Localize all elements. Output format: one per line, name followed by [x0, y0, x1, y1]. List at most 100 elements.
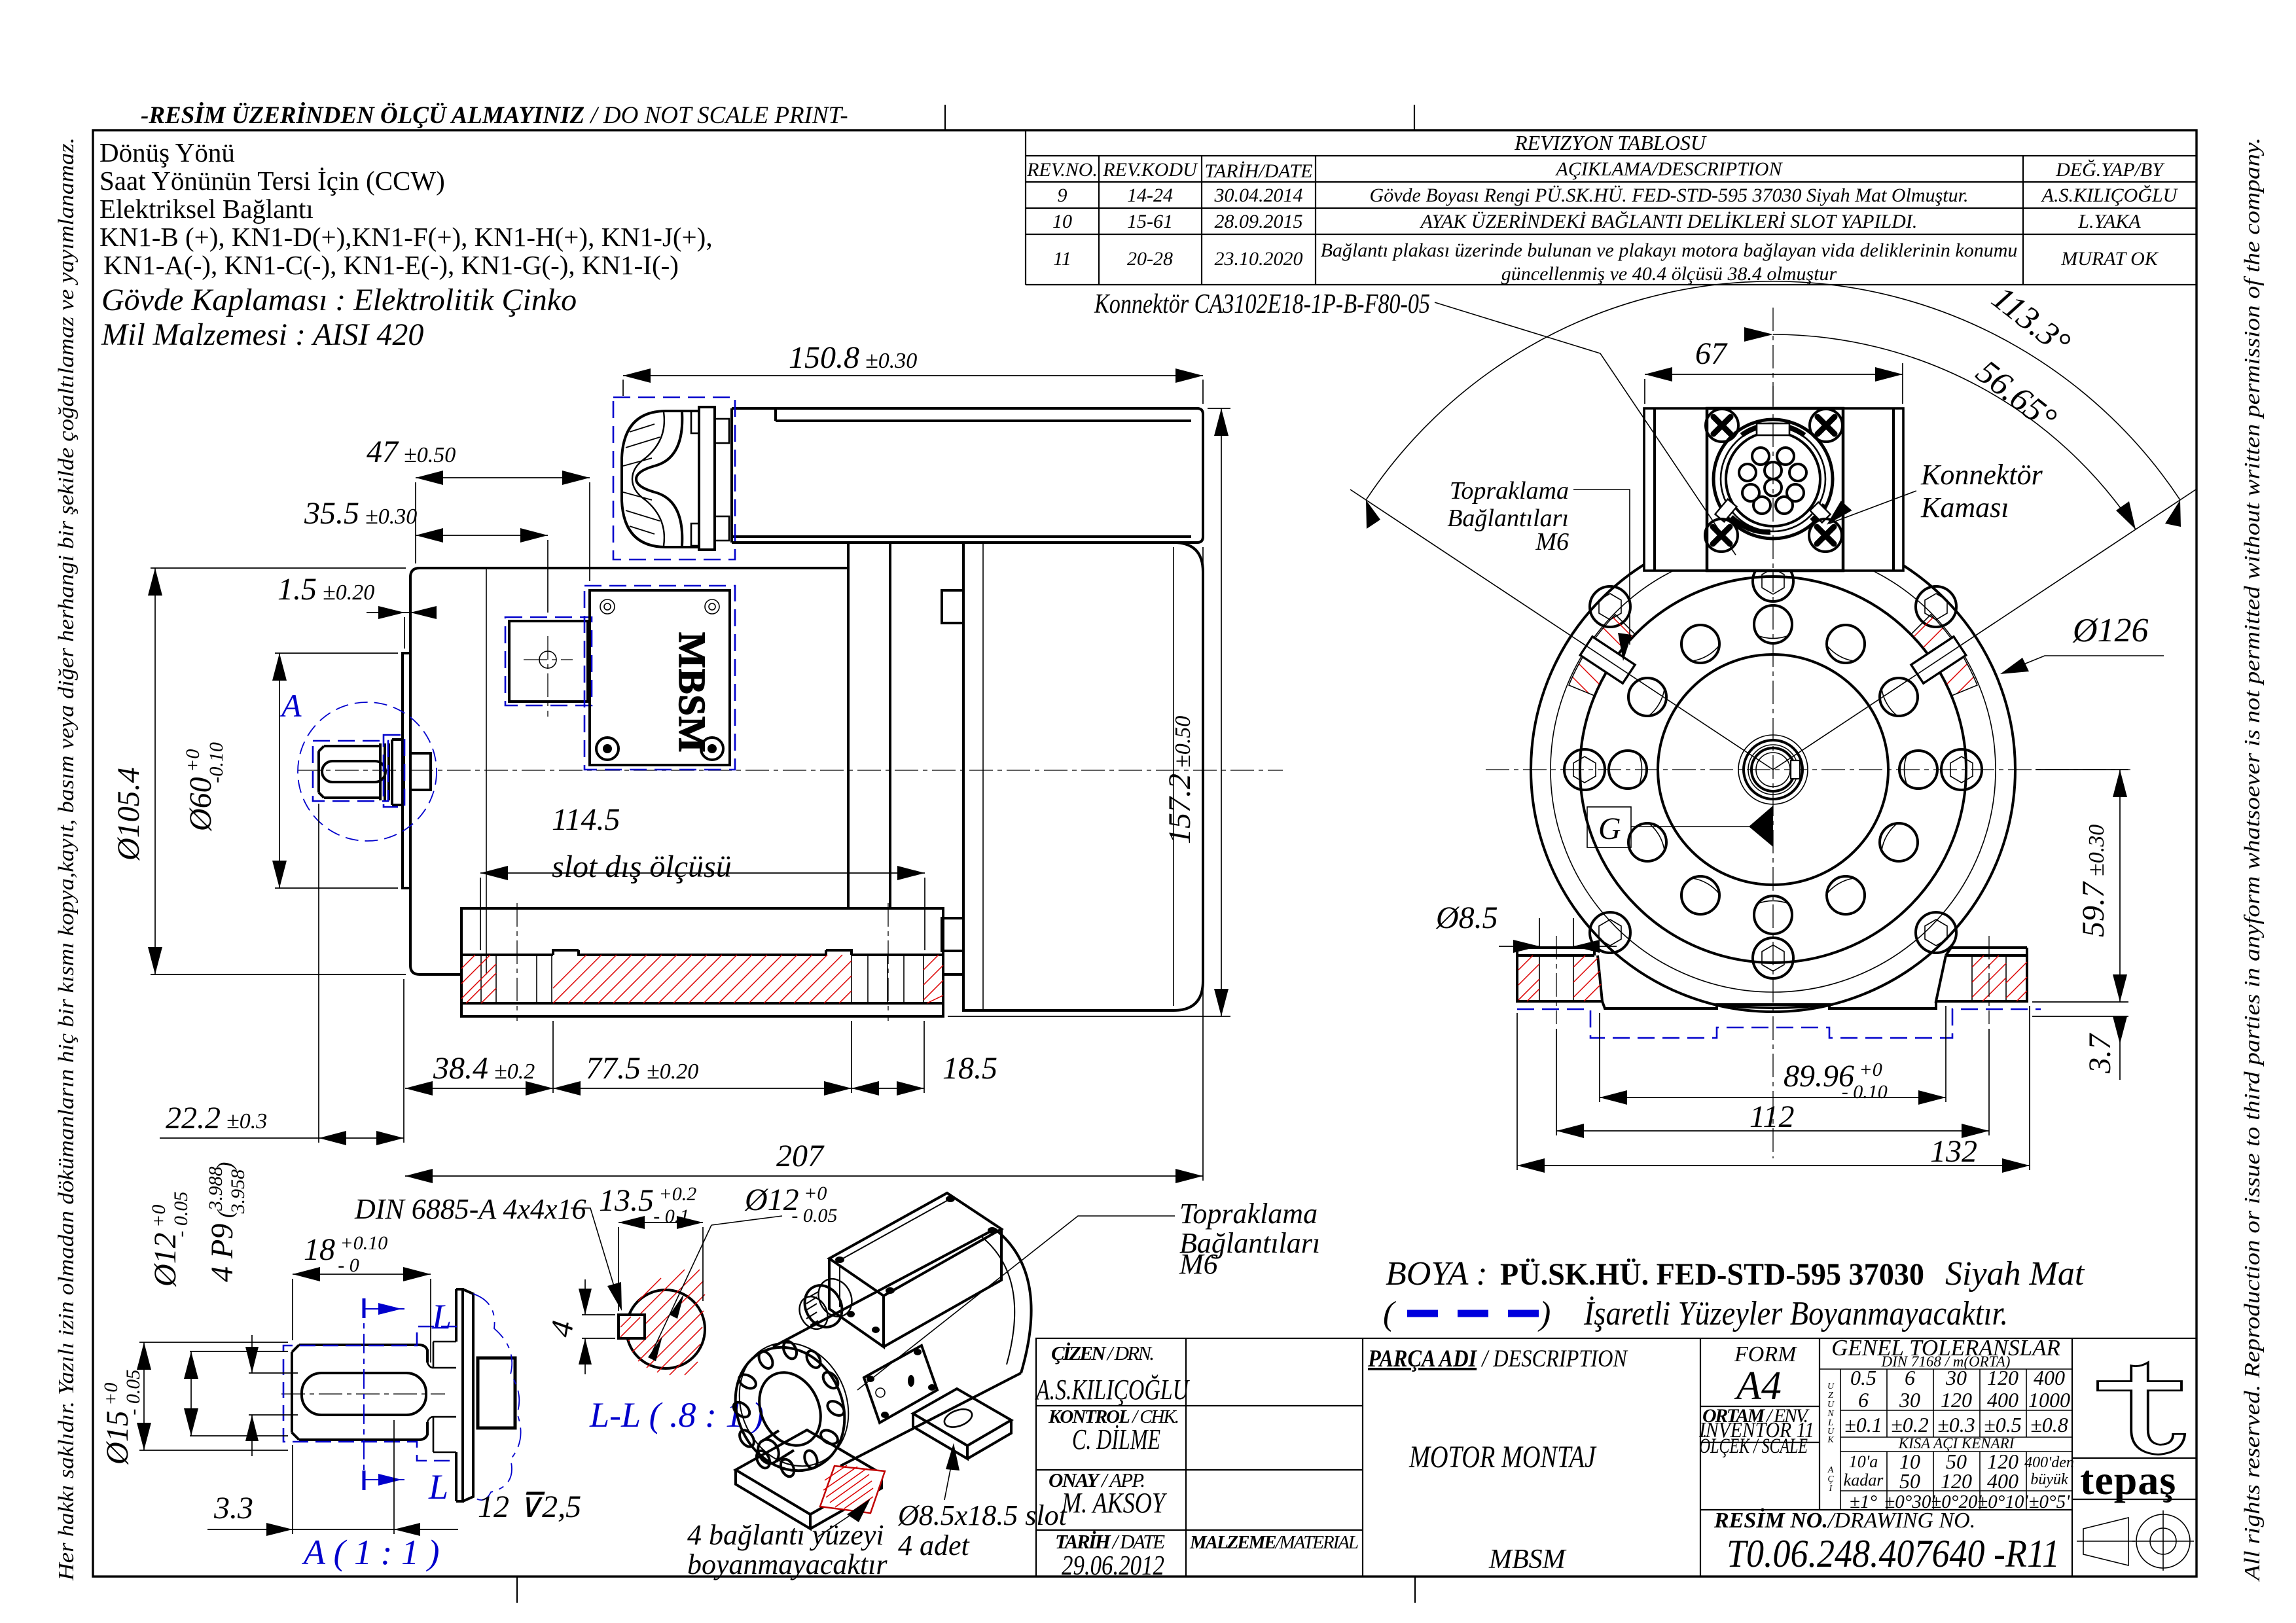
svg-text:Kaması: Kaması: [1920, 491, 2009, 524]
svg-text:4 adet: 4 adet: [898, 1529, 971, 1561]
svg-text:N: N: [1827, 1409, 1834, 1419]
svg-text:±0.1: ±0.1: [1844, 1413, 1882, 1436]
svg-text:A: A: [279, 687, 302, 724]
svg-text:±1°: ±1°: [1850, 1491, 1877, 1512]
svg-text:14-24: 14-24: [1127, 185, 1173, 206]
svg-text:Dönüş Yönü: Dönüş Yönü: [99, 137, 235, 168]
svg-text:TARİH/DATE: TARİH/DATE: [1205, 160, 1313, 182]
svg-text:kadar: kadar: [1844, 1471, 1884, 1489]
svg-text:FORM: FORM: [1734, 1342, 1797, 1366]
svg-text:30: 30: [1945, 1366, 1967, 1389]
svg-text:KONTROL / CHK.: KONTROL / CHK.: [1048, 1406, 1179, 1427]
svg-text:MURAT OK: MURAT OK: [2060, 248, 2159, 270]
svg-text:15-61: 15-61: [1127, 211, 1173, 232]
svg-text:114.5: 114.5: [552, 802, 620, 837]
svg-text:±0.8: ±0.8: [2030, 1413, 2068, 1436]
svg-text:T0.06.248.407640 -R11: T0.06.248.407640 -R11: [1727, 1532, 2060, 1575]
svg-text:Ø8.5x18.5 slot: Ø8.5x18.5 slot: [897, 1499, 1068, 1531]
svg-text:İşaretli Yüzeyler Boyanmayacak: İşaretli Yüzeyler Boyanmayacaktır.: [1583, 1295, 2008, 1332]
svg-text:±0°5': ±0°5': [2029, 1491, 2071, 1512]
svg-text:U: U: [1827, 1382, 1835, 1391]
svg-text:DIN 7168 / m(ORTA): DIN 7168 / m(ORTA): [1881, 1353, 2011, 1370]
svg-text:400: 400: [2034, 1366, 2065, 1389]
svg-text:BOYA :: BOYA :: [1386, 1255, 1488, 1293]
svg-text:L: L: [428, 1467, 448, 1507]
svg-text:Ç: Ç: [1827, 1474, 1834, 1484]
svg-text:Bağlantıları: Bağlantıları: [1179, 1227, 1320, 1259]
svg-text:28.09.2015: 28.09.2015: [1215, 211, 1303, 232]
svg-text:REVIZYON TABLOSU: REVIZYON TABLOSU: [1514, 131, 1707, 154]
svg-text:U: U: [1827, 1427, 1835, 1436]
svg-text:(: (: [1383, 1295, 1396, 1332]
svg-text:±0°10': ±0°10': [1977, 1491, 2028, 1512]
svg-text:400: 400: [1987, 1469, 2018, 1493]
svg-text:12 ⊽2,5: 12 ⊽2,5: [478, 1488, 581, 1525]
svg-text:Gövde Boyası Rengi PÜ.SK.HÜ. F: Gövde Boyası Rengi PÜ.SK.HÜ. FED-STD-595…: [1370, 185, 1969, 206]
svg-text:6: 6: [1858, 1388, 1869, 1412]
svg-text:A.S.KILIÇOĞLU: A.S.KILIÇOĞLU: [1035, 1374, 1191, 1406]
svg-text:400'den: 400'den: [2024, 1454, 2074, 1471]
svg-text:KN1-A(-), KN1-C(-), KN1-E(-),: KN1-A(-), KN1-C(-), KN1-E(-), KN1-G(-), …: [103, 250, 679, 280]
svg-text:REV.KODU: REV.KODU: [1102, 159, 1198, 181]
svg-text:50: 50: [1946, 1450, 1967, 1473]
svg-text:MBSM: MBSM: [671, 632, 713, 753]
svg-text:büyük: büyük: [2030, 1471, 2068, 1488]
svg-text:boyanmayacaktır: boyanmayacaktır: [687, 1548, 888, 1580]
svg-text:132: 132: [1930, 1134, 1977, 1169]
svg-text:AÇIKLAMA/DESCRIPTION: AÇIKLAMA/DESCRIPTION: [1555, 158, 1784, 180]
svg-text:KN1-B (+), KN1-D(+),KN1-F(+),: KN1-B (+), KN1-D(+),KN1-F(+), KN1-H(+), …: [99, 222, 713, 252]
svg-text:±0.3: ±0.3: [1937, 1413, 1975, 1436]
svg-text:MOTOR MONTAJ: MOTOR MONTAJ: [1408, 1440, 1597, 1474]
svg-text:Bağlantı plakası üzerinde bulu: Bağlantı plakası üzerinde bulunan ve pla…: [1321, 240, 2018, 261]
svg-text:ONAY / APP.: ONAY / APP.: [1049, 1469, 1145, 1491]
svg-text:Her hakkı saklıdır. Yazılı izi: Her hakkı saklıdır. Yazılı izin olmadan …: [54, 137, 79, 1581]
svg-text:L.YAKA: L.YAKA: [2077, 211, 2141, 232]
svg-text:REV.NO.: REV.NO.: [1026, 159, 1098, 181]
svg-text:M6: M6: [1179, 1248, 1218, 1280]
svg-text:20-28: 20-28: [1127, 248, 1173, 270]
svg-text:RESİM NO./DRAWING NO.: RESİM NO./DRAWING NO.: [1713, 1508, 1975, 1533]
svg-text:±0°20': ±0°20': [1931, 1491, 1982, 1512]
svg-text:M6: M6: [1535, 528, 1569, 556]
svg-text:MBSM: MBSM: [1488, 1544, 1567, 1575]
svg-text:Topraklama: Topraklama: [1450, 477, 1569, 505]
svg-text:ÖLÇEK / SCALE: ÖLÇEK / SCALE: [1699, 1434, 1808, 1458]
svg-text:A: A: [1827, 1465, 1834, 1475]
svg-text:120: 120: [1987, 1450, 2018, 1473]
svg-text:Bağlantıları: Bağlantıları: [1447, 505, 1569, 532]
svg-text:±0°30': ±0°30': [1884, 1491, 1935, 1512]
svg-text:0.5: 0.5: [1850, 1366, 1876, 1389]
svg-text:11: 11: [1053, 248, 1071, 270]
svg-text:Gövde Kaplaması : Elektrolitik: Gövde Kaplaması : Elektrolitik Çinko: [101, 283, 577, 317]
svg-text:30: 30: [1899, 1388, 1920, 1412]
svg-text:A4: A4: [1734, 1364, 1782, 1408]
svg-text:±0.2: ±0.2: [1891, 1413, 1929, 1436]
svg-text:120: 120: [1941, 1469, 1972, 1493]
svg-text:L: L: [1827, 1418, 1833, 1428]
svg-text:Z: Z: [1828, 1391, 1833, 1400]
svg-text:18.5: 18.5: [942, 1051, 997, 1086]
svg-text:M. AKSOY: M. AKSOY: [1061, 1487, 1168, 1519]
svg-text:Ø105.4: Ø105.4: [111, 767, 146, 861]
svg-text:MALZEME/MATERIAL: MALZEME/MATERIAL: [1189, 1532, 1359, 1553]
svg-text:ORTAM / ENV.: ORTAM / ENV.: [1702, 1405, 1810, 1427]
svg-text:9: 9: [1058, 185, 1067, 206]
svg-text:112: 112: [1749, 1099, 1794, 1134]
svg-text:120: 120: [1987, 1366, 2018, 1389]
svg-text:±0.5: ±0.5: [1984, 1413, 2022, 1436]
svg-text:ÇİZEN / DRN.: ÇİZEN / DRN.: [1051, 1342, 1155, 1364]
svg-text:AYAK ÜZERİNDEKİ BAĞLANTI DELİK: AYAK ÜZERİNDEKİ BAĞLANTI DELİKLERİ SLOT …: [1420, 211, 1918, 232]
svg-text:29.06.2012: 29.06.2012: [1062, 1551, 1164, 1581]
svg-text:I: I: [1829, 1484, 1833, 1493]
svg-text:4 bağlantı yüzeyi: 4 bağlantı yüzeyi: [687, 1519, 884, 1551]
svg-text:Ø8.5: Ø8.5: [1435, 901, 1498, 935]
svg-text:TARİH / DATE: TARİH / DATE: [1055, 1530, 1165, 1553]
svg-text:KISA AÇI KENARI: KISA AÇI KENARI: [1898, 1435, 2015, 1452]
svg-text:All rights reserved. Reproduct: All rights reserved. Reproduction or iss…: [2240, 137, 2265, 1582]
svg-text:1000: 1000: [2028, 1388, 2070, 1412]
svg-text:INVENTOR 11: INVENTOR 11: [1698, 1418, 1814, 1442]
svg-text:PÜ.SK.HÜ. FED-STD-595 37030: PÜ.SK.HÜ. FED-STD-595 37030: [1500, 1257, 1924, 1292]
svg-text:400: 400: [1987, 1388, 2018, 1412]
svg-text:L: L: [431, 1297, 452, 1336]
svg-text:U: U: [1827, 1400, 1835, 1410]
